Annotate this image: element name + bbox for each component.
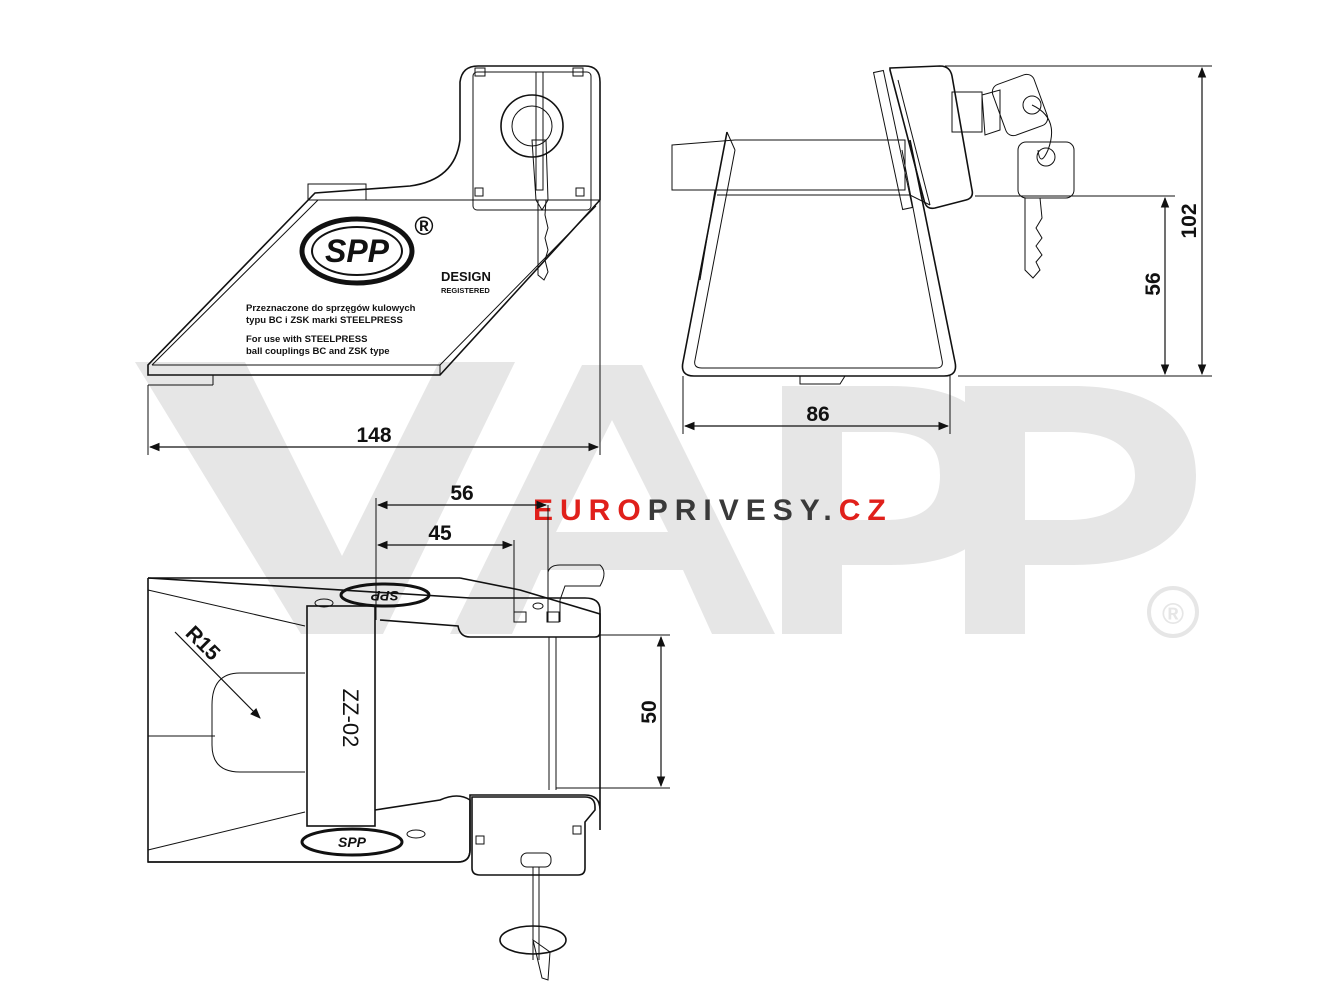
front-spp-logo-text: SPP: [325, 233, 390, 269]
top-lock-box: [471, 796, 596, 876]
site-red-2: CZ: [839, 494, 893, 527]
front-dim-148: 148: [356, 424, 391, 447]
front-text-pl-2: typu BC i ZSK marki STEELPRESS: [246, 315, 403, 326]
top-spp-logo-bottom: [300, 827, 404, 857]
side-lock-plate: [872, 69, 914, 211]
watermark-letter-p1: [782, 386, 1000, 634]
front-design-label: DESIGN: [441, 269, 491, 284]
top-radius-leader: [174, 631, 261, 719]
watermark-registered: ®: [1162, 598, 1184, 631]
watermark-registered-circle: [1147, 586, 1199, 638]
front-key-blade: [537, 199, 549, 281]
site-dot: .: [823, 494, 838, 527]
watermark-letter-p2: [965, 386, 1196, 634]
top-radius-r15: R15: [181, 622, 225, 666]
top-spp-logo-top-text: SPP: [370, 588, 399, 604]
side-dim-102: 102: [1178, 203, 1201, 238]
top-dim-50: 50: [638, 700, 661, 723]
front-body-outline: [147, 65, 601, 376]
vapp-watermark: ®: [135, 362, 1199, 638]
side-key-1-head: [991, 73, 1049, 137]
side-view: 102 56 86: [671, 65, 1212, 434]
site-dark: PRIVESY: [648, 494, 824, 527]
front-text-en-2: ball couplings BC and ZSK type: [246, 346, 390, 357]
front-spp-logo-ring: [299, 216, 415, 286]
top-model-label: ZZ-02: [338, 689, 363, 748]
front-top-tab: [307, 183, 367, 201]
side-lock-housing: [889, 65, 974, 210]
side-strap: [671, 139, 906, 191]
site-red-1: EURO: [533, 494, 648, 527]
top-strap: [306, 605, 376, 827]
site-watermark: EUROPRIVESY.CZ: [533, 494, 893, 527]
front-lock-box: [472, 71, 592, 211]
front-registered-mark: ®: [414, 211, 433, 241]
top-hasp: [547, 564, 605, 622]
front-lock-ring-outer: [500, 94, 564, 158]
side-dim-56: 56: [1142, 272, 1165, 295]
front-registered-label: REGISTERED: [441, 286, 490, 295]
side-dim-86: 86: [806, 403, 829, 426]
side-bracket-inner: [694, 149, 943, 369]
side-key-2-blade: [1024, 197, 1043, 279]
side-key-ring: [1031, 104, 1052, 160]
front-key-shank: [535, 71, 544, 191]
side-key-2-head: [1017, 141, 1075, 199]
top-spp-logo-bottom-text: SPP: [338, 834, 367, 850]
top-dim-45: 45: [428, 522, 452, 545]
side-lock-cylinder: [951, 91, 983, 133]
top-dim-56: 56: [450, 482, 473, 505]
front-view: SPP ® DESIGN REGISTERED Przeznaczone do …: [147, 65, 601, 455]
top-key-ring: [499, 925, 567, 955]
top-key-head: [520, 852, 552, 868]
watermark-letter-v: [135, 362, 515, 634]
side-bracket-outer: [681, 131, 957, 377]
top-spp-logo-top: [339, 582, 431, 608]
front-key-head: [531, 139, 549, 211]
top-ball-socket: [211, 672, 305, 773]
front-text-en-1: For use with STEELPRESS: [246, 334, 367, 345]
front-text-pl-1: Przeznaczone do sprzęgów kulowych: [246, 303, 416, 314]
